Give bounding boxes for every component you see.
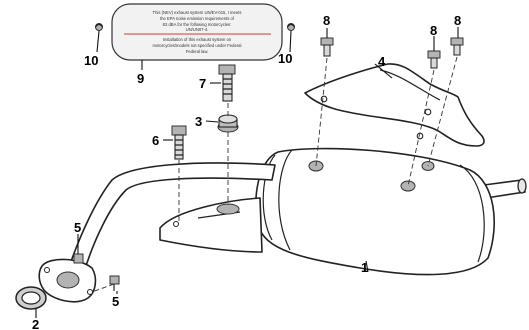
callout-10-right: 10 xyxy=(278,51,292,66)
callout-6: 6 xyxy=(152,133,159,148)
label-text-line-5: Installation of this exhaust system on xyxy=(163,37,232,42)
label-text-line-3: 83 dBA for the following motorcycles: xyxy=(163,22,232,27)
mounting-bolt-6 xyxy=(171,125,187,160)
label-text-line-7: Federal law. xyxy=(186,49,209,54)
callout-10-left: 10 xyxy=(84,53,98,68)
shield-bolt-c xyxy=(450,37,464,56)
noise-emission-label: This (NEV) exhaust system UN/EV-015, I m… xyxy=(111,3,283,61)
flange-nut-lower xyxy=(109,275,120,291)
muffler xyxy=(255,147,527,276)
shield-bolt-a xyxy=(320,37,334,57)
exhaust-pipe xyxy=(67,162,276,273)
callout-9: 9 xyxy=(137,71,144,86)
callout-5-upper: 5 xyxy=(74,220,81,235)
heat-shield xyxy=(304,63,485,147)
mounting-bolt-7 xyxy=(218,64,236,102)
callout-8-b: 8 xyxy=(430,23,437,38)
callout-2: 2 xyxy=(32,317,39,330)
label-text-line-2: the EPA noise emission requirements of xyxy=(160,16,235,21)
label-text-line-4: UN/UN07-4. xyxy=(186,27,209,32)
rivet-right xyxy=(287,23,295,31)
callout-7: 7 xyxy=(199,76,206,91)
alignment-lines xyxy=(91,56,458,293)
label-text-line-1: This (NEV) exhaust system UN/EV-015, I m… xyxy=(153,10,242,15)
flange-nut-upper xyxy=(73,246,84,264)
exhaust-gasket xyxy=(15,286,47,310)
callout-5-lower: 5 xyxy=(112,294,119,309)
callout-1: 1 xyxy=(361,260,368,275)
rivet-left xyxy=(95,23,103,31)
collar-nut xyxy=(217,114,239,133)
shield-bolt-b xyxy=(427,50,441,69)
label-text-line-6: motorcycles/models not specified under F… xyxy=(153,43,242,48)
exhaust-flange xyxy=(38,258,97,303)
leader-lines xyxy=(35,27,459,318)
callout-4: 4 xyxy=(378,54,386,69)
callout-8-c: 8 xyxy=(454,13,461,28)
callouts: 1 2 3 4 5 5 6 7 8 8 8 9 10 10 xyxy=(32,13,461,330)
callout-3: 3 xyxy=(195,114,202,129)
callout-8-a: 8 xyxy=(323,13,330,28)
